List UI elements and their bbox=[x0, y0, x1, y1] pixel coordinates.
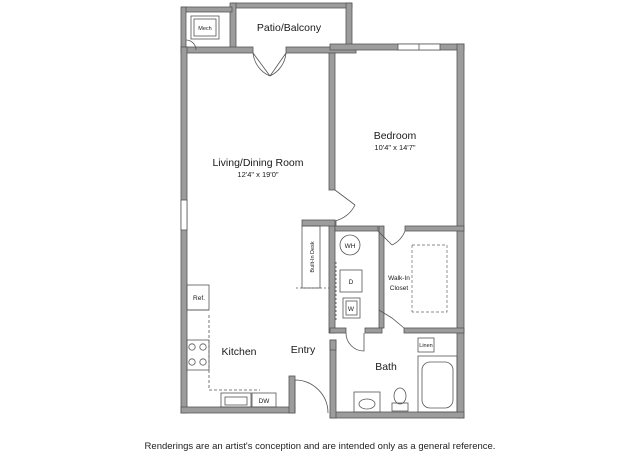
entry-label: Entry bbox=[291, 344, 316, 356]
entry-wall-left bbox=[288, 375, 296, 414]
bedroom-label: Bedroom bbox=[374, 130, 417, 142]
bedroom-wall-bottom-a bbox=[334, 225, 379, 232]
bath-wall-top-a bbox=[329, 327, 347, 334]
washer-inner bbox=[345, 300, 358, 316]
closet-label-1: Walk-In bbox=[388, 275, 410, 282]
entry-wall-right bbox=[329, 339, 337, 419]
kitchen-label: Kitchen bbox=[221, 346, 256, 358]
living-dimensions: 12'4" x 19'0" bbox=[237, 170, 278, 179]
mech-door bbox=[185, 39, 197, 51]
bottom-wall-left bbox=[180, 406, 296, 414]
patio-door-left bbox=[252, 52, 271, 77]
toilet-tank bbox=[391, 402, 409, 412]
mech-fixture bbox=[190, 15, 220, 40]
desk-label: Built-In Desk bbox=[310, 241, 316, 272]
toilet-bowl bbox=[393, 387, 407, 405]
washer bbox=[342, 297, 361, 319]
bedroom-door bbox=[334, 189, 356, 222]
vanity bbox=[353, 391, 381, 413]
patio-door-right bbox=[269, 52, 287, 77]
top-wall-left bbox=[180, 46, 254, 54]
closet-shelves bbox=[411, 244, 448, 313]
disclaimer: Renderings are an artist's conception an… bbox=[144, 441, 496, 452]
dryer-label: D bbox=[349, 279, 354, 286]
bath-wall-left bbox=[329, 339, 337, 351]
closet-door bbox=[377, 230, 406, 246]
patio-wall-top bbox=[231, 2, 353, 9]
top-wall-right bbox=[329, 43, 465, 51]
laundry-door bbox=[378, 309, 405, 329]
partition-upper bbox=[328, 52, 336, 191]
entry-door bbox=[294, 379, 329, 414]
living-label: Living/Dining Room bbox=[212, 157, 303, 169]
kitchen-fixtures bbox=[186, 284, 277, 408]
floor-plan: Patio/Balcony Living/Dining Room 12'4" x… bbox=[180, 2, 465, 419]
bath-label: Bath bbox=[375, 361, 397, 373]
desk-wall bbox=[301, 219, 336, 227]
bathtub bbox=[417, 355, 458, 413]
mech-wall-top bbox=[181, 6, 233, 13]
dryer bbox=[339, 269, 363, 293]
linen-closet bbox=[417, 337, 435, 353]
bedroom-dimensions: 10'4" x 14'7" bbox=[374, 143, 415, 152]
closet-label-2: Closet bbox=[390, 285, 409, 292]
side-window bbox=[180, 199, 188, 231]
partition-desk bbox=[328, 220, 336, 334]
bath-wall-top-b bbox=[364, 327, 383, 334]
mech-label: Mech bbox=[198, 26, 211, 32]
mech-wall-left bbox=[180, 6, 187, 52]
doors bbox=[185, 39, 406, 414]
range bbox=[186, 339, 210, 371]
dw-label: DW bbox=[259, 398, 271, 405]
laundry bbox=[335, 234, 363, 320]
bottom-wall-right bbox=[329, 411, 465, 419]
ref-label: Ref. bbox=[193, 295, 205, 302]
linen-label: Linen bbox=[419, 343, 432, 349]
kitchen-sink bbox=[220, 392, 252, 408]
washer-label: W bbox=[348, 306, 355, 313]
water-heater bbox=[339, 234, 361, 256]
windows bbox=[180, 43, 441, 231]
wh-label: WH bbox=[345, 243, 356, 250]
patio-label: Patio/Balcony bbox=[257, 22, 322, 34]
dishwasher bbox=[251, 392, 277, 408]
patio-wall-right bbox=[345, 2, 353, 50]
bath-wall-top-c bbox=[403, 327, 465, 334]
built-in-desk bbox=[296, 225, 329, 289]
bath-fixtures bbox=[353, 337, 458, 413]
bath-door bbox=[345, 332, 365, 352]
bedroom-wall-bottom-b bbox=[404, 225, 465, 232]
